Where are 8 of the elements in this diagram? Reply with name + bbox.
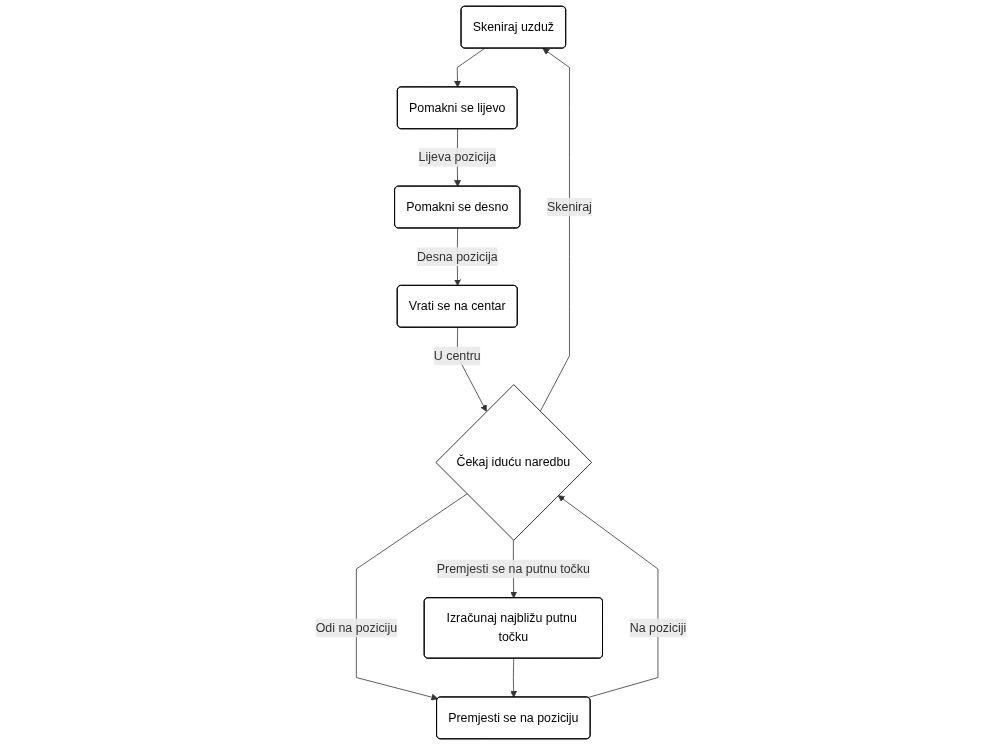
edge-label: Lijeva pozicija: [418, 150, 496, 164]
edge-label: Na poziciji: [629, 620, 686, 635]
edge-label: U centru: [433, 348, 481, 363]
edge-label: Odi na poziciju: [315, 620, 397, 635]
edge-label: Skeniraj: [546, 200, 592, 214]
edge-label: Desna pozicija: [416, 249, 498, 263]
node-diamond: Čekaj iduću naredbu: [435, 384, 592, 541]
edge-label: Premjesti se na putnu točku: [436, 562, 590, 576]
